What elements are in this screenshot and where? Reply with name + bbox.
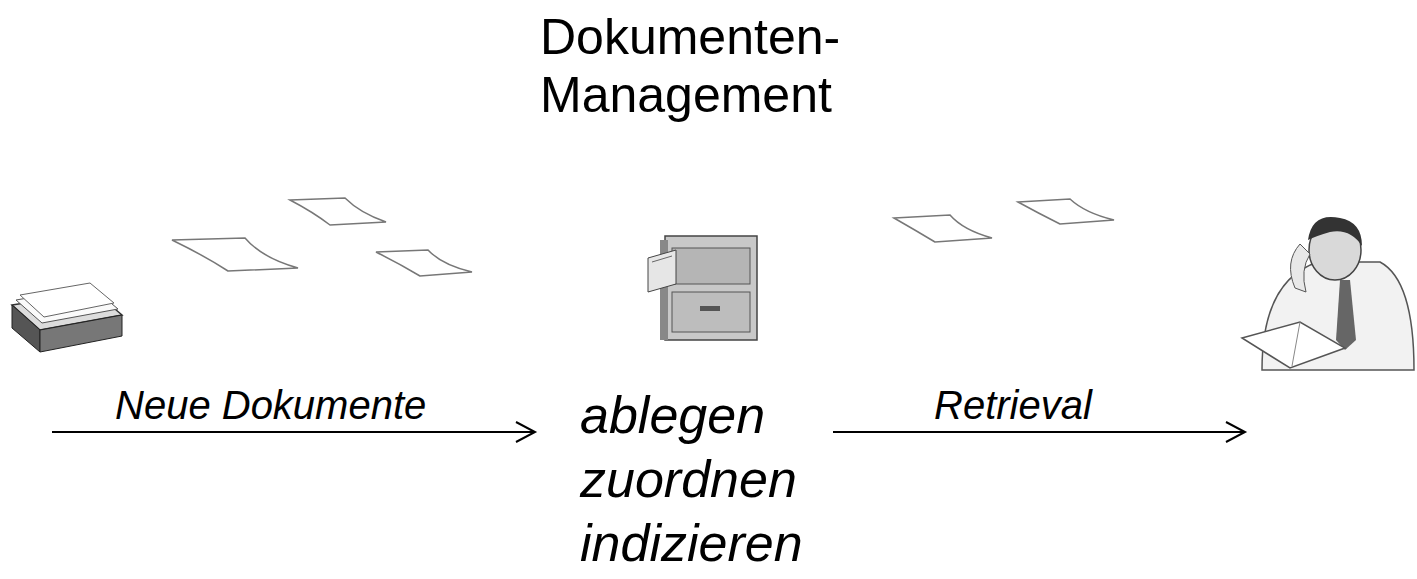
arrow-label: Neue Dokumente [115, 382, 426, 428]
process-steps: ablegen zuordnen indizieren [580, 383, 803, 575]
person-reading [1242, 217, 1414, 370]
diagram-title: Dokumenten-Management [540, 8, 840, 124]
arrow-label: Retrieval [934, 382, 1092, 428]
filing-cabinet [648, 236, 757, 340]
paper-sheet [172, 198, 1114, 276]
document-tray [12, 283, 122, 352]
